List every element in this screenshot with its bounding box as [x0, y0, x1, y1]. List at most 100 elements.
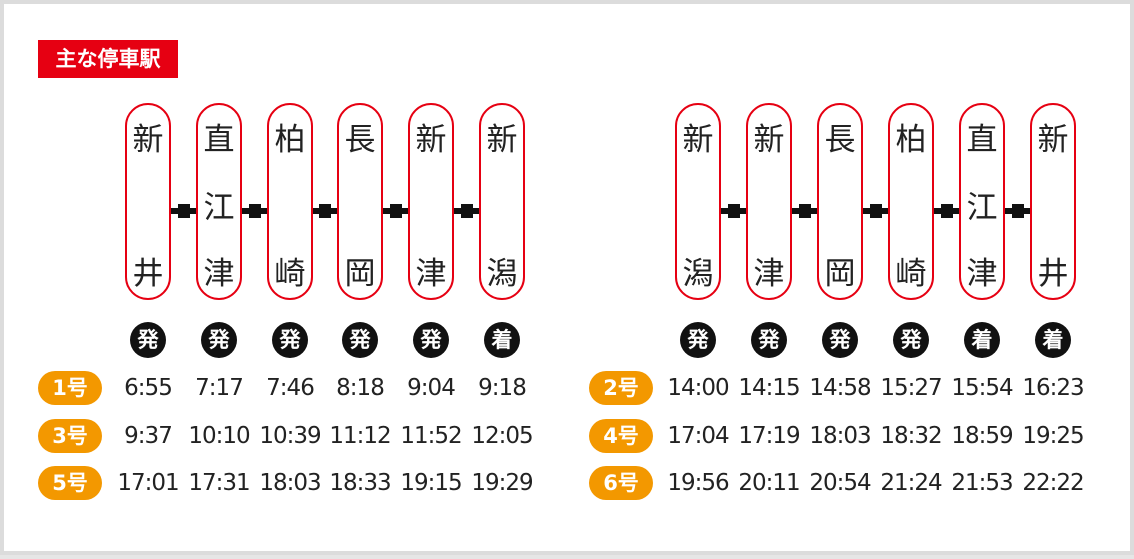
departure-time: 18:03: [809, 423, 871, 449]
station-pill: 新井: [125, 103, 171, 300]
section-title: 主な停車駅: [38, 40, 178, 78]
station-name-char: 井: [132, 256, 164, 292]
arrival-badge: 着: [964, 322, 1000, 358]
train-number-badge: 4号: [589, 419, 653, 453]
departure-time: 21:53: [951, 470, 1013, 496]
track-connector: [721, 204, 746, 218]
departure-time: 8:18: [336, 375, 385, 401]
departure-time: 19:56: [667, 470, 729, 496]
departure-time: 19:25: [1022, 423, 1084, 449]
station-name-char: 崎: [274, 256, 306, 292]
station-name-char: 津: [203, 256, 235, 292]
station-pill: 直江津: [959, 103, 1005, 300]
station-name-char: 新: [132, 122, 164, 158]
departure-badge: 発: [751, 322, 787, 358]
departure-badge: 発: [201, 322, 237, 358]
train-number-badge: 5号: [38, 466, 102, 500]
departure-time: 14:00: [667, 375, 729, 401]
departure-time: 17:19: [738, 423, 800, 449]
train-number-badge: 3号: [38, 419, 102, 453]
station-pill: 長岡: [817, 103, 863, 300]
departure-time: 11:12: [329, 423, 391, 449]
departure-time: 17:04: [667, 423, 729, 449]
track-connector: [313, 204, 337, 218]
departure-time: 6:55: [124, 375, 173, 401]
station-name-char: 柏: [274, 122, 306, 158]
departure-time: 20:54: [809, 470, 871, 496]
station-pill: 柏崎: [267, 103, 313, 300]
departure-time: 21:24: [880, 470, 942, 496]
station-name-char: 岡: [824, 256, 856, 292]
departure-time: 18:59: [951, 423, 1013, 449]
arrival-badge: 着: [484, 322, 520, 358]
station-name-char: 潟: [682, 256, 714, 292]
station-pill: 長岡: [337, 103, 383, 300]
station-name-char: 新: [486, 122, 518, 158]
station-name-char: 井: [1037, 256, 1069, 292]
arrival-badge: 着: [1035, 322, 1071, 358]
departure-time: 9:04: [407, 375, 456, 401]
station-name-char: 新: [753, 122, 785, 158]
station-name-char: 津: [753, 256, 785, 292]
station-pill: 柏崎: [888, 103, 934, 300]
station-pill: 新潟: [675, 103, 721, 300]
departure-time: 14:58: [809, 375, 871, 401]
departure-time: 22:22: [1022, 470, 1084, 496]
station-name-char: 長: [824, 122, 856, 158]
departure-time: 18:03: [259, 470, 321, 496]
station-name-char: 津: [966, 256, 998, 292]
departure-time: 11:52: [400, 423, 462, 449]
departure-badge: 発: [342, 322, 378, 358]
departure-time: 10:39: [259, 423, 321, 449]
departure-time: 15:27: [880, 375, 942, 401]
station-name-char: 直: [966, 122, 998, 158]
station-pill: 新津: [408, 103, 454, 300]
train-number-badge: 1号: [38, 371, 102, 405]
station-name-char: 新: [1037, 122, 1069, 158]
station-pill: 直江津: [196, 103, 242, 300]
departure-badge: 発: [893, 322, 929, 358]
departure-time: 17:31: [188, 470, 250, 496]
departure-badge: 発: [272, 322, 308, 358]
departure-time: 16:23: [1022, 375, 1084, 401]
train-number-badge: 6号: [589, 466, 653, 500]
track-connector: [383, 204, 408, 218]
departure-time: 18:33: [329, 470, 391, 496]
departure-time: 12:05: [471, 423, 533, 449]
station-name-char: 津: [415, 256, 447, 292]
departure-badge: 発: [680, 322, 716, 358]
departure-time: 19:15: [400, 470, 462, 496]
departure-time: 9:18: [478, 375, 527, 401]
track-connector: [863, 204, 888, 218]
departure-time: 7:46: [266, 375, 315, 401]
departure-time: 7:17: [195, 375, 244, 401]
station-pill: 新潟: [479, 103, 525, 300]
departure-badge: 発: [130, 322, 166, 358]
station-name-char: 江: [966, 190, 998, 226]
departure-time: 20:11: [738, 470, 800, 496]
station-name-char: 新: [415, 122, 447, 158]
station-name-char: 潟: [486, 256, 518, 292]
track-connector: [242, 204, 267, 218]
station-name-char: 江: [203, 190, 235, 226]
station-name-char: 岡: [344, 256, 376, 292]
departure-badge: 発: [413, 322, 449, 358]
station-name-char: 直: [203, 122, 235, 158]
station-pill: 新井: [1030, 103, 1076, 300]
departure-time: 14:15: [738, 375, 800, 401]
track-connector: [1005, 204, 1030, 218]
departure-time: 10:10: [188, 423, 250, 449]
departure-time: 18:32: [880, 423, 942, 449]
departure-time: 19:29: [471, 470, 533, 496]
track-connector: [792, 204, 817, 218]
station-name-char: 崎: [895, 256, 927, 292]
departure-time: 17:01: [117, 470, 179, 496]
station-pill: 新津: [746, 103, 792, 300]
station-name-char: 新: [682, 122, 714, 158]
station-name-char: 柏: [895, 122, 927, 158]
departure-time: 9:37: [124, 423, 173, 449]
track-connector: [934, 204, 959, 218]
